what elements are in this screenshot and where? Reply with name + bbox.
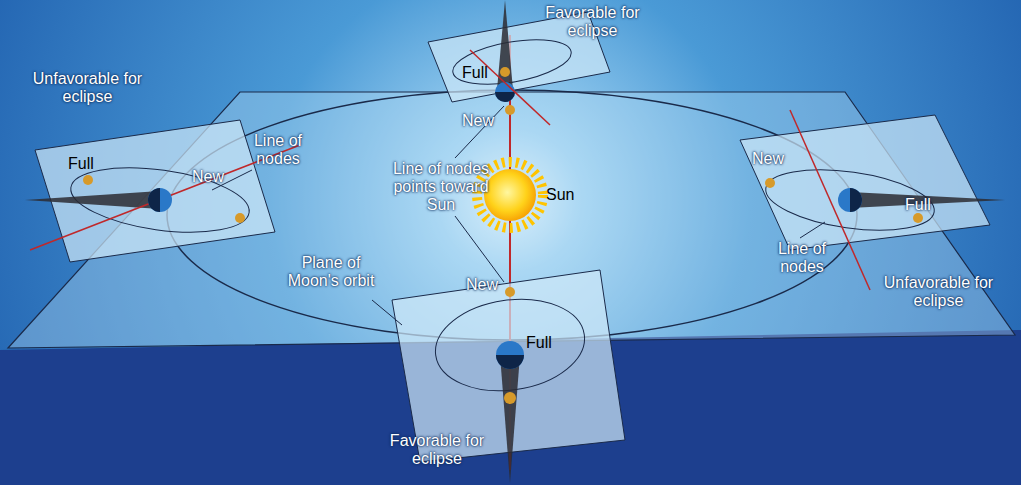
part-label: Line of nodes (238, 132, 318, 168)
moon-phase: Full (905, 196, 941, 214)
moon-phase: New (192, 168, 232, 186)
eclipse-note: Unfavorable for eclipse (20, 70, 155, 106)
sun-label: Sun (546, 186, 586, 204)
eclipse-note: Favorable for eclipse (378, 432, 496, 468)
moon-phase: New (466, 276, 506, 294)
moon-phase: Full (68, 155, 104, 173)
part-label: Plane of Moon's orbit (285, 254, 377, 290)
moon-phase: Full (526, 334, 562, 352)
part-label: Line of nodes points toward Sun (380, 160, 502, 214)
moon-phase: New (752, 150, 792, 168)
eclipse-note: Favorable for eclipse (535, 4, 650, 40)
eclipse-note: Unfavorable for eclipse (866, 274, 1011, 310)
part-label: Line of nodes (762, 240, 842, 276)
moon-phase: New (462, 112, 502, 130)
moon-phase: Full (462, 64, 498, 82)
